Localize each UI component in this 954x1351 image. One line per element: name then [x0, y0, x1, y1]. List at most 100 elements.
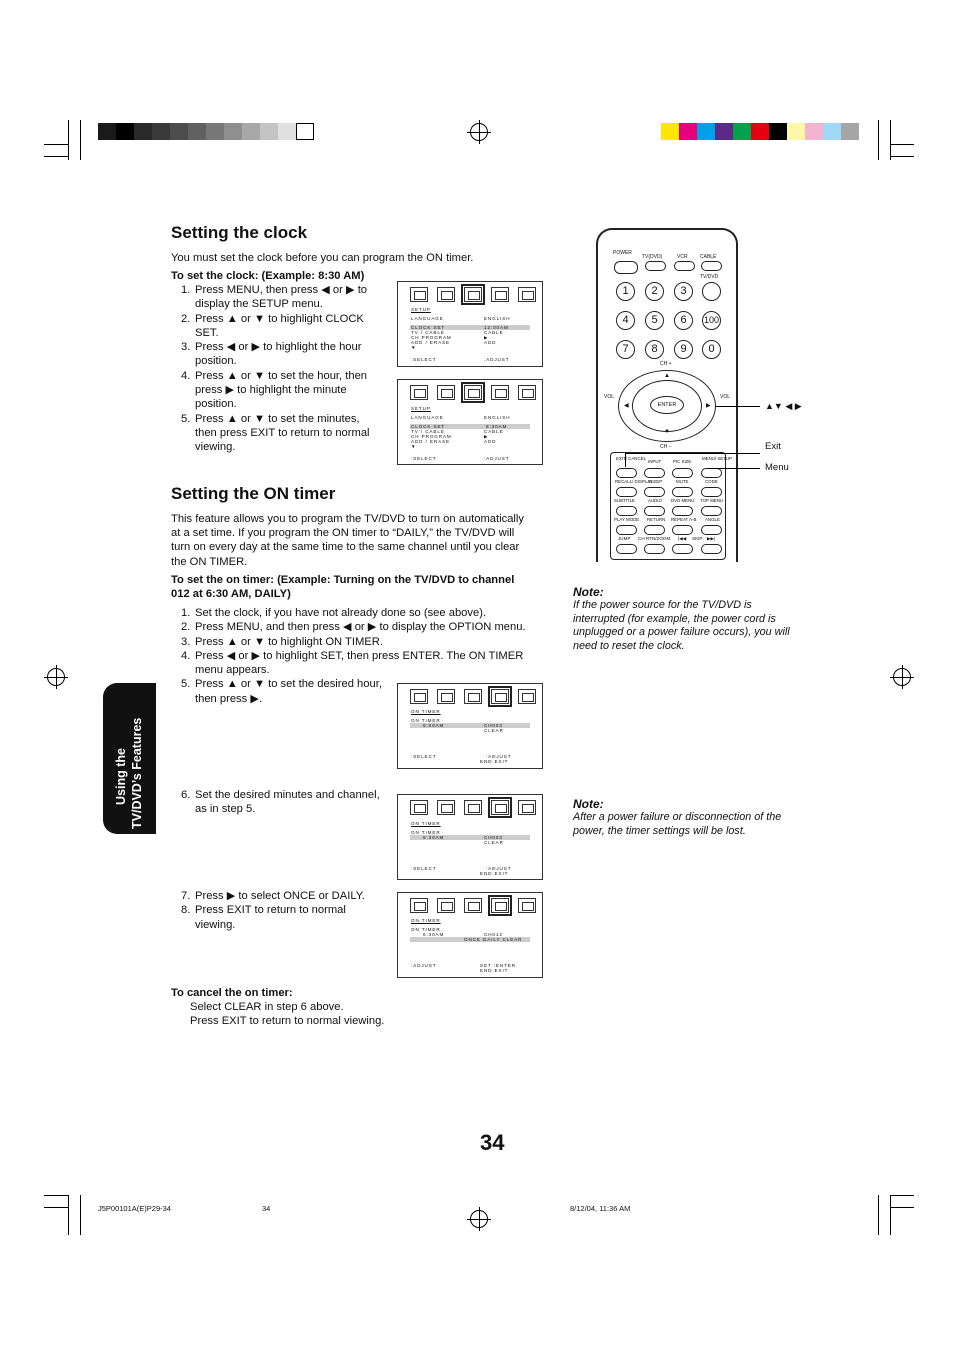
- color-swatch: [751, 123, 769, 140]
- callout-line: [625, 453, 626, 467]
- crop-mark: [44, 156, 68, 157]
- lock-icon: [518, 385, 536, 400]
- option-icon: [488, 895, 512, 916]
- callout-arrows-label: ▲▼ ◀ ▶: [765, 401, 802, 411]
- remote-control-illustration: POWER TV(DVD) VCR CABLE TV/DVD 1 2 3 4 5…: [596, 228, 738, 562]
- crop-mark: [878, 1195, 879, 1235]
- osd-on-timer-screen: ON TIMER ON TIMER 6:30AM CH003 CLEAR :SE…: [397, 794, 543, 880]
- timer-step-6: 6.Set the desired minutes and channel,as…: [171, 788, 396, 817]
- audio-icon: [437, 898, 455, 913]
- lock-icon: [518, 689, 536, 704]
- registration-mark: [467, 1207, 491, 1231]
- digit-2-button: 2: [645, 282, 664, 301]
- digit-6-button: 6: [674, 311, 693, 330]
- crop-mark: [890, 1207, 914, 1208]
- section-title-timer: Setting the ON timer: [171, 484, 336, 503]
- color-swatch: [188, 123, 206, 140]
- color-swatch: [278, 123, 296, 140]
- note-clock-reset: Note: If the power source for the TV/DVD…: [573, 585, 790, 652]
- sleep-button: [644, 487, 665, 497]
- crop-mark: [890, 144, 914, 145]
- list-item: 5.Press ▲ or ▼ to set the minutes,then p…: [181, 412, 370, 454]
- setup-icon: [461, 382, 485, 403]
- tvdvd-mode-button: [645, 261, 666, 271]
- crop-mark: [890, 120, 891, 160]
- callout-line: [715, 406, 760, 407]
- vcr-mode-button: [674, 261, 695, 271]
- footer-file-id: J5P00101A(E)P29-34: [98, 1204, 171, 1213]
- crop-mark: [44, 144, 68, 145]
- repeat-ab-button: [672, 525, 693, 535]
- color-swatch: [224, 123, 242, 140]
- section-title-clock: Setting the clock: [171, 223, 308, 242]
- play-mode-button: [616, 525, 637, 535]
- digit-5-button: 5: [645, 311, 664, 330]
- skip-back-icon: |◀◀: [678, 536, 687, 541]
- picture-icon: [410, 287, 428, 302]
- return-button: [644, 525, 665, 535]
- color-swatch: [823, 123, 841, 140]
- digit-1-button: 1: [616, 282, 635, 301]
- up-arrow-icon: ▲: [664, 373, 670, 379]
- digit-4-button: 4: [616, 311, 635, 330]
- lock-icon: [518, 287, 536, 302]
- angle-button: [701, 525, 722, 535]
- left-arrow-icon: ◀: [624, 403, 629, 409]
- function-button-panel: [610, 452, 726, 560]
- registration-mark: [890, 665, 914, 689]
- osd-on-timer-screen: ON TIMER ON TIMER 6:30AM CH012 ONCE DAIL…: [397, 892, 543, 978]
- digit-7-button: 7: [616, 340, 635, 359]
- color-swatch: [715, 123, 733, 140]
- ch-rtn-zoom-button: [644, 544, 665, 554]
- right-arrow-icon: ▶: [706, 403, 711, 409]
- callout-line: [708, 468, 760, 469]
- audio-button: [644, 506, 665, 516]
- setup-icon: [461, 284, 485, 305]
- timer-intro: This feature allows you to program the T…: [171, 513, 524, 568]
- navigation-inner-ring: [632, 380, 702, 432]
- color-swatch: [805, 123, 823, 140]
- crop-mark: [890, 1195, 891, 1235]
- jump-button: [616, 544, 637, 554]
- mute-button: [672, 487, 693, 497]
- digit-0-button: 0: [702, 340, 721, 359]
- color-swatch: [661, 123, 679, 140]
- crop-mark: [44, 1207, 68, 1208]
- timer-subhead: To set the on timer: (Example: Turning o…: [171, 574, 515, 601]
- audio-icon: [437, 287, 455, 302]
- list-item: 1.Set the clock, if you have not already…: [181, 607, 487, 619]
- dvd-menu-button: [672, 506, 693, 516]
- cancel-timer-line-1: Select CLEAR in step 6 above.: [190, 1001, 344, 1013]
- lock-icon: [518, 800, 536, 815]
- color-swatch: [206, 123, 224, 140]
- picture-icon: [410, 689, 428, 704]
- picture-icon: [410, 385, 428, 400]
- registration-mark: [467, 120, 491, 144]
- list-item: 5.Press ▲ or ▼ to set the desired hour,t…: [181, 678, 382, 705]
- page-number: 34: [480, 1130, 505, 1155]
- timer-steps: 1.Set the clock, if you have not already…: [171, 606, 556, 706]
- audio-icon: [437, 385, 455, 400]
- callout-exit-label: Exit: [765, 441, 781, 452]
- timer-steps-7-8: 7.Press ▶ to select ONCE or DAILY. 8.Pre…: [171, 889, 396, 932]
- option-icon: [488, 797, 512, 818]
- picture-icon: [410, 898, 428, 913]
- list-item: 7.Press ▶ to select ONCE or DAILY.: [181, 890, 365, 902]
- option-icon: [488, 686, 512, 707]
- list-item: 3.Press ▲ or ▼ to highlight ON TIMER.: [181, 635, 383, 648]
- list-item: 6.Set the desired minutes and channel,as…: [181, 789, 380, 816]
- crop-mark: [80, 1195, 81, 1235]
- cable-mode-button: [701, 261, 722, 271]
- color-swatch: [769, 123, 787, 140]
- cancel-timer-line-2: Press EXIT to return to normal viewing.: [190, 1015, 385, 1027]
- digit-3-button: 3: [674, 282, 693, 301]
- menu-setup-button: [701, 468, 722, 478]
- setup-icon: [464, 689, 482, 704]
- crop-mark: [878, 120, 879, 160]
- clock-subhead: To set the clock: (Example: 8:30 AM): [171, 270, 365, 282]
